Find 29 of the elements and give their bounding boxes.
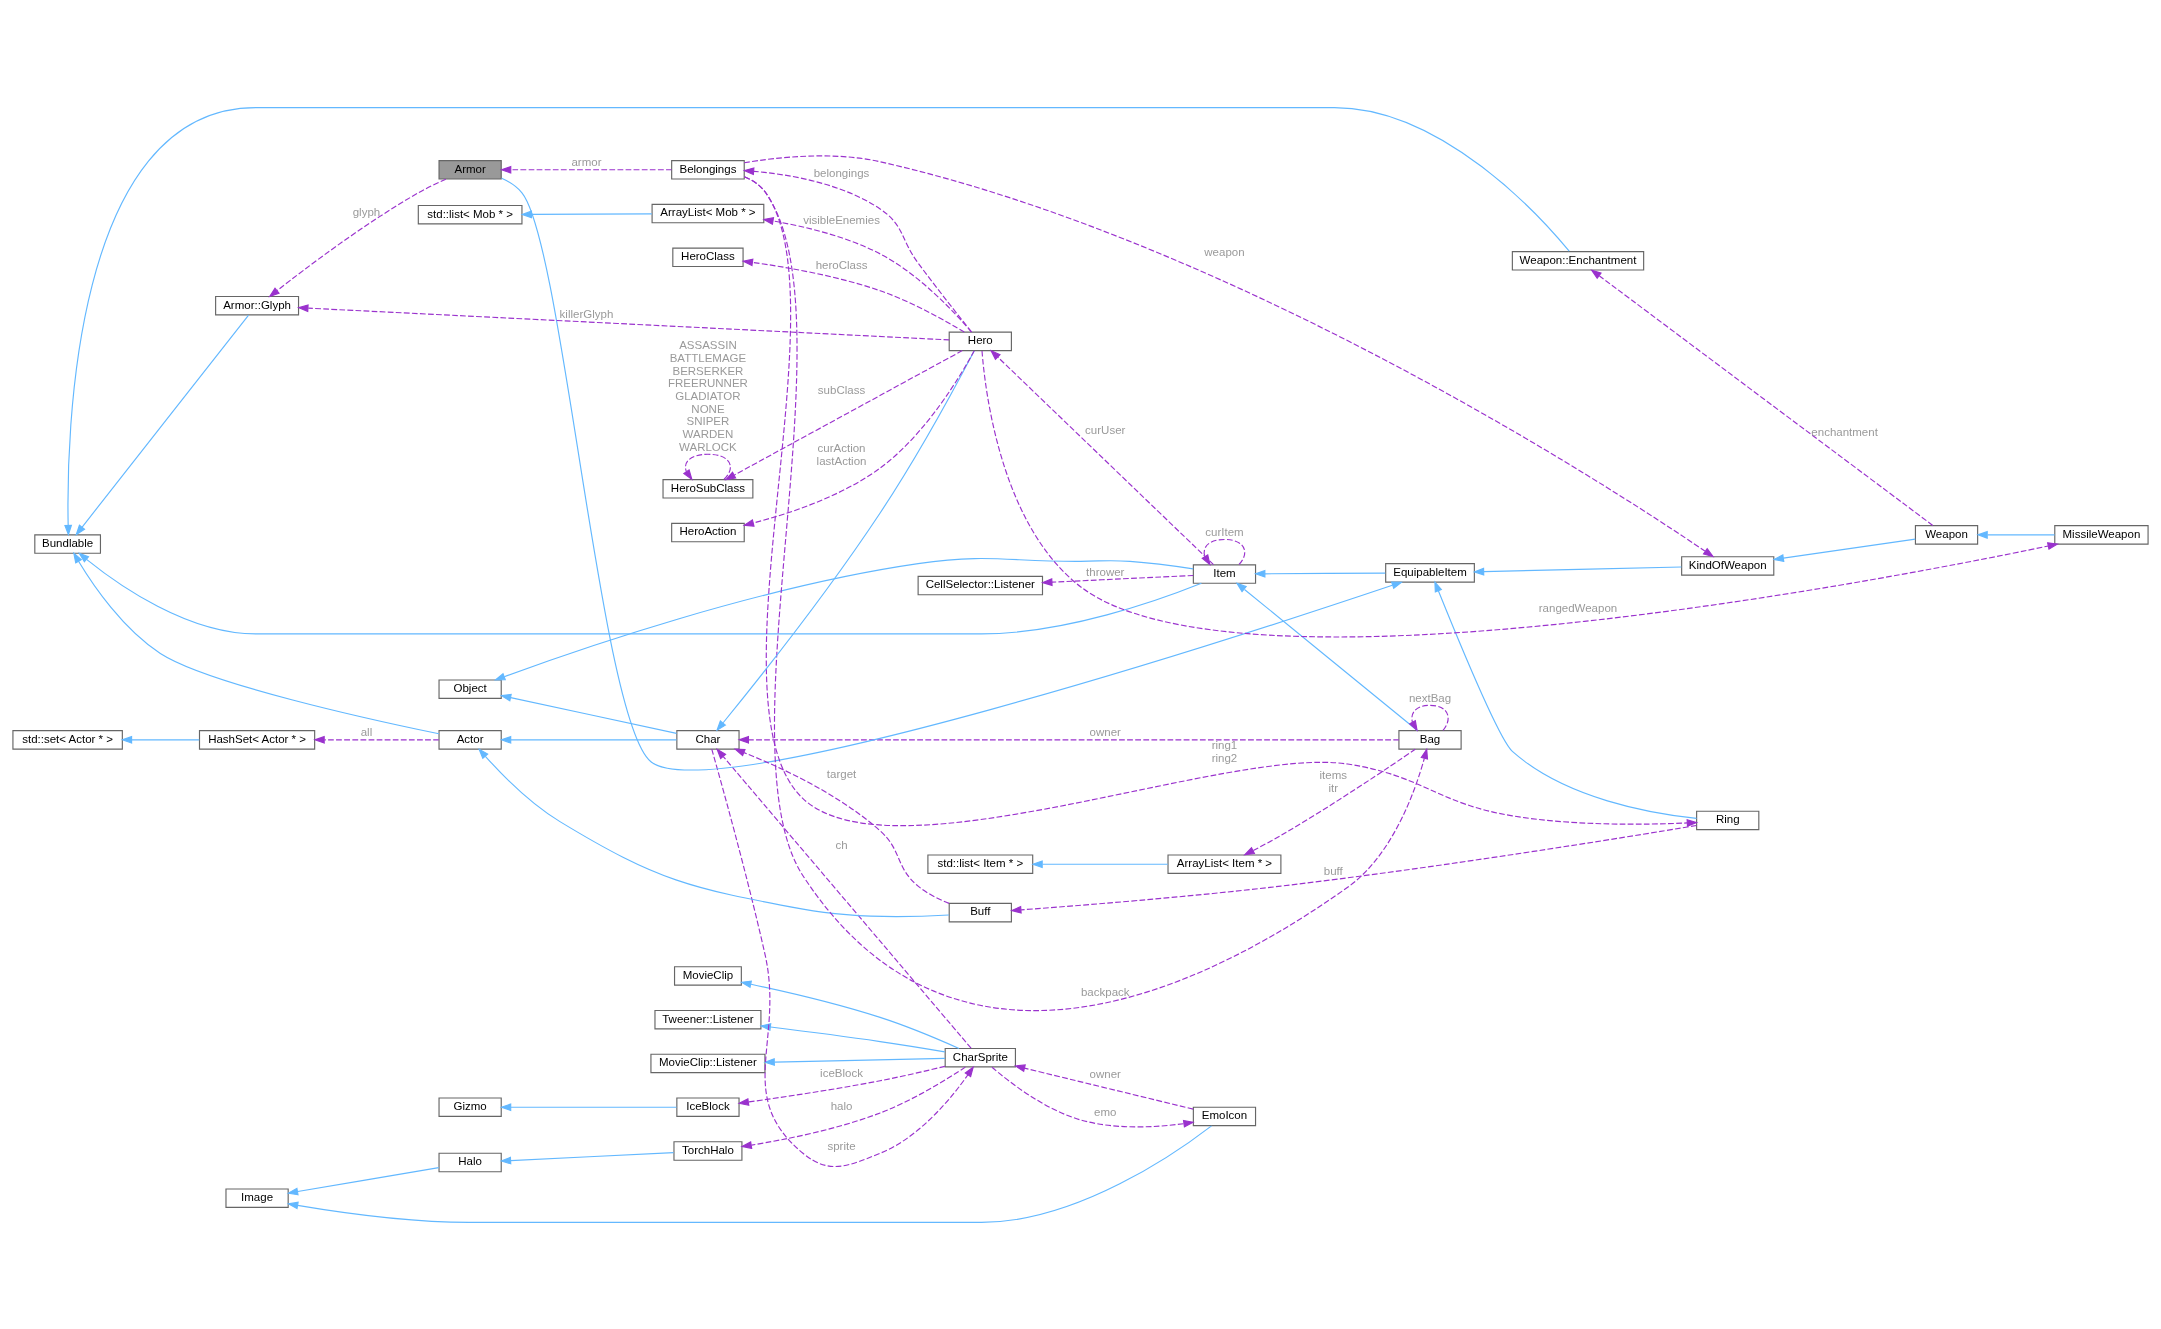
- edge-label: enchantment: [1811, 425, 1878, 438]
- edge-label: curAction lastAction: [816, 441, 867, 467]
- edge-label: armor: [571, 155, 602, 168]
- edge-label: rangedWeapon: [1538, 601, 1618, 614]
- edge-label: items itr: [1319, 768, 1348, 794]
- edge-label: nextBag: [1408, 691, 1452, 704]
- edge-label: emo: [1094, 1105, 1117, 1118]
- edge-label: target: [826, 767, 857, 780]
- edge-label: belongings: [813, 166, 870, 179]
- edge-label: all: [360, 725, 373, 738]
- edge-label: halo: [830, 1099, 853, 1112]
- edge-label: ring1 ring2: [1211, 738, 1238, 764]
- edge-label: curUser: [1085, 423, 1126, 436]
- edge-label: killerGlyph: [559, 307, 614, 320]
- edge-label: thrower: [1086, 565, 1125, 578]
- edge-label: sprite: [827, 1139, 856, 1152]
- edge-label: buff: [1323, 864, 1343, 877]
- edge-label: owner: [1089, 725, 1121, 738]
- edge-label: iceBlock: [820, 1066, 863, 1079]
- edge-label: visibleEnemies: [803, 213, 880, 226]
- edge-label: glyph: [352, 205, 381, 218]
- edge-label: owner: [1089, 1067, 1121, 1080]
- edge-label: ch: [835, 838, 848, 851]
- edge-label: curItem: [1205, 525, 1244, 538]
- edge-label: weapon: [1204, 245, 1245, 258]
- edge-label: subClass: [817, 383, 866, 396]
- edge-label: heroClass: [815, 258, 868, 271]
- edge-label: backpack: [1080, 985, 1130, 998]
- edge-label: ASSASSIN BATTLEMAGE BERSERKER FREERUNNER GLADIATOR NONE SNIPER WARDEN WARLOCK: [668, 338, 748, 453]
